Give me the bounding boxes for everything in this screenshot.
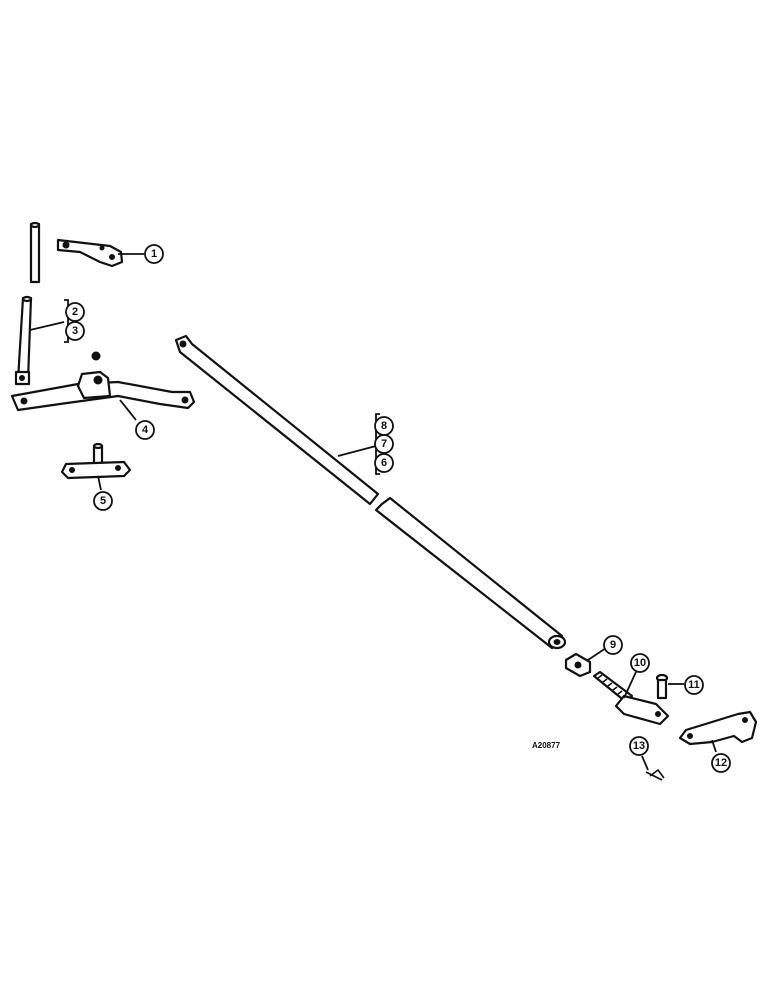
part-12-lower-arm [678, 710, 758, 746]
svg-text:6: 6 [381, 457, 387, 469]
callout-2: 2 [65, 302, 85, 322]
callout-5: 5 [93, 491, 113, 511]
svg-text:7: 7 [381, 438, 387, 450]
svg-text:13: 13 [633, 740, 645, 752]
callout-9: 9 [603, 635, 623, 655]
svg-text:10: 10 [634, 657, 646, 669]
part-4-lever [10, 370, 196, 412]
svg-text:5: 5 [100, 495, 106, 507]
callout-3: 3 [65, 321, 85, 341]
part-6-7-8-shaft-lower [374, 496, 567, 650]
callout-12: 12 [711, 753, 731, 773]
svg-text:9: 9 [610, 639, 616, 651]
svg-text:1: 1 [151, 248, 157, 260]
callout-8: 8 [374, 416, 394, 436]
part-2-3-rod [14, 295, 101, 386]
callout-7: 7 [374, 434, 394, 454]
part-13-cotter-pin [645, 768, 665, 781]
callout-4: 4 [135, 420, 155, 440]
part-9-nut [564, 652, 592, 678]
svg-text:12: 12 [715, 757, 727, 769]
part-5-pin-plate [60, 442, 132, 480]
part-6-7-8-shaft-upper [174, 334, 380, 506]
callout-13: 13 [629, 736, 649, 756]
figure-reference-code: A20877 [532, 741, 561, 750]
part-1-upper-arm [29, 221, 124, 284]
svg-text:11: 11 [688, 679, 700, 691]
svg-text:3: 3 [72, 325, 78, 337]
svg-text:4: 4 [142, 424, 149, 436]
svg-text:2: 2 [72, 306, 78, 318]
callout-6: 6 [374, 453, 394, 473]
part-11-pin [655, 673, 669, 700]
callout-11: 11 [684, 675, 704, 695]
part-10-clevis [592, 670, 670, 726]
callout-10: 10 [630, 653, 650, 673]
callout-1: 1 [144, 244, 164, 264]
svg-text:8: 8 [381, 420, 387, 432]
